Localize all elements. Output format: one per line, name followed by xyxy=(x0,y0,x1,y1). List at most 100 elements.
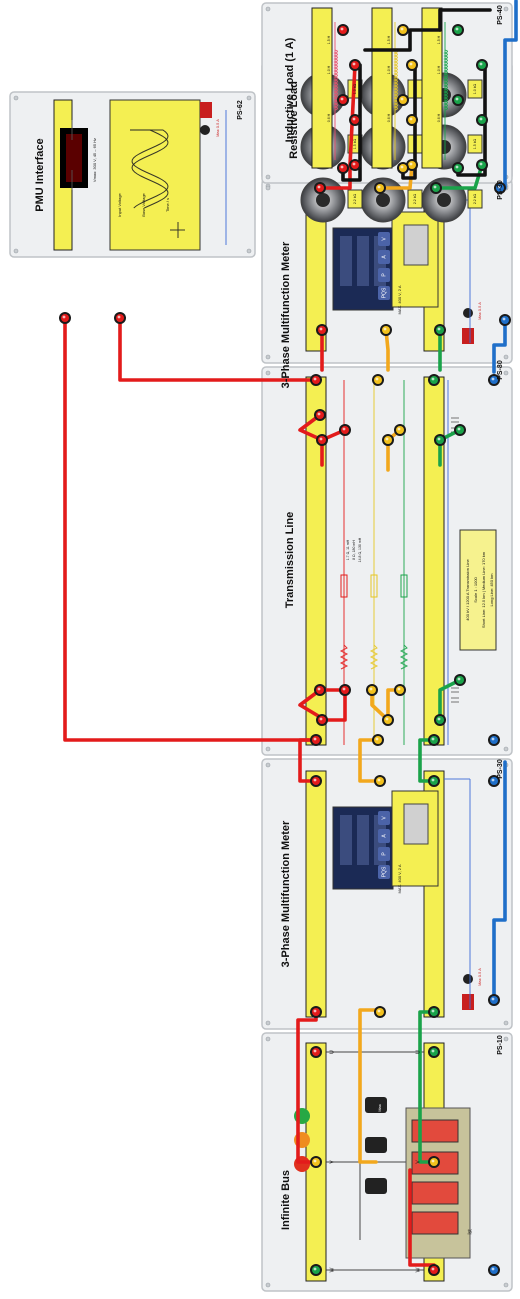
terminal-jack-socket xyxy=(339,164,347,172)
terminal-jack-shine xyxy=(437,717,441,721)
pmu-graph-label: Input Voltage xyxy=(117,193,122,217)
wire-l2-ib-meter xyxy=(358,1008,382,1164)
meter-b-fuse xyxy=(463,308,473,318)
terminal-jack-shine xyxy=(375,737,379,741)
terminal-jack-socket xyxy=(408,161,416,169)
meter-a-key-label: PQS xyxy=(381,866,387,877)
breaker-switch xyxy=(365,1097,387,1113)
terminal-jack-shine xyxy=(433,185,437,189)
panel-screw xyxy=(503,1020,509,1026)
tl-inductor xyxy=(340,574,348,598)
panel-screw xyxy=(265,1036,271,1042)
tl-resistor xyxy=(369,644,379,670)
terminal-jack-shine xyxy=(455,97,459,101)
panel-screw xyxy=(503,354,509,360)
inductor-tap-label: 1.5 H xyxy=(387,35,391,44)
terminal-jack-shine xyxy=(352,62,356,66)
pmu-fuse xyxy=(200,125,210,135)
pmu-range: Vmax: 300 V, 45 – 65 Hz xyxy=(92,138,97,182)
resistor-value: 1.0 kΩ xyxy=(353,84,357,95)
panel-screw xyxy=(265,762,271,768)
terminal-jack-shine xyxy=(491,778,495,782)
terminal-jack-socket xyxy=(478,161,486,169)
terminal-jack-shine xyxy=(340,27,344,31)
panel-screw xyxy=(503,1282,509,1288)
terminal-jack-shine xyxy=(455,27,459,31)
terminal-jack-socket xyxy=(430,376,438,384)
terminal-jack-shine xyxy=(313,1267,317,1271)
terminal-jack-shine xyxy=(313,1159,317,1163)
terminal-jack-shine xyxy=(502,317,506,321)
jack-label: V xyxy=(415,1160,421,1164)
jack-label: U xyxy=(329,1050,335,1054)
terminal-jack-shine xyxy=(431,737,435,741)
terminal-jack-shine xyxy=(369,687,373,691)
resistor-value-box xyxy=(347,189,363,209)
terminal-jack-socket xyxy=(454,96,462,104)
terminal-jack-shine xyxy=(317,185,321,189)
terminal-jack-shine xyxy=(491,737,495,741)
resistor-value: 1.0 kΩ xyxy=(473,84,477,95)
meter-a-top-strip xyxy=(305,770,327,1018)
wire-tl-jumper xyxy=(298,688,347,722)
terminal-jack-shine xyxy=(431,1049,435,1053)
panel-screw xyxy=(265,354,271,360)
wire-black-inductive xyxy=(438,8,492,32)
panel-screw xyxy=(265,6,271,12)
terminal-jack-socket xyxy=(374,376,382,384)
meter-a-power-switch xyxy=(462,994,474,1010)
tl-inductor-label: 14.8 Ω, 130 mH xyxy=(358,537,362,562)
tl-resistor xyxy=(399,644,409,670)
panel-screw xyxy=(265,1282,271,1288)
resistor-value: 1.5 kΩ xyxy=(473,139,477,150)
terminal-jack-shine xyxy=(377,778,381,782)
meter-b-digit-row xyxy=(357,236,369,286)
terminal-jack-shine xyxy=(319,717,323,721)
terminal-jack-socket xyxy=(312,1266,320,1274)
terminal-jack-shine xyxy=(62,315,66,319)
terminal-jack-socket xyxy=(318,716,326,724)
panel-screw xyxy=(265,1020,271,1026)
terminal-jack-socket xyxy=(341,686,349,694)
pmu-waveform xyxy=(130,129,169,209)
breaker-pole xyxy=(411,1181,459,1205)
resistor-heatsink-core xyxy=(316,193,330,207)
module-title: Infinite Bus xyxy=(280,1170,292,1230)
terminal-jack-shine xyxy=(317,412,321,416)
pmu-code: PS-62 xyxy=(237,100,244,120)
terminal-jack-socket xyxy=(399,164,407,172)
terminal-jack-socket xyxy=(341,426,349,434)
terminal-jack-socket xyxy=(312,376,320,384)
terminal-jack-shine xyxy=(457,427,461,431)
meter-a-key xyxy=(378,865,390,879)
inductor-strip xyxy=(311,7,333,169)
terminal-jack-shine xyxy=(340,165,344,169)
meter-b-key xyxy=(378,286,390,300)
terminal-jack-shine xyxy=(377,1009,381,1013)
terminal-jack-socket xyxy=(312,1158,320,1166)
terminal-jack-socket xyxy=(376,777,384,785)
meter-b-key xyxy=(378,250,390,264)
panel-screw xyxy=(503,370,509,376)
meter-b-power-switch xyxy=(462,328,474,344)
inductor-tap-label: 0.6 H xyxy=(387,113,391,122)
inductor-tap-label: 1.5 H xyxy=(437,35,441,44)
terminal-jack-socket xyxy=(408,116,416,124)
panel-screw xyxy=(503,6,509,12)
terminal-jack-shine xyxy=(397,687,401,691)
terminal-jack-shine xyxy=(491,377,495,381)
tl-inductor-label: 1.7 Ω, 11 mH xyxy=(346,539,350,560)
jack-label: U xyxy=(415,1050,421,1054)
meter-a-cpu xyxy=(403,803,429,845)
terminal-jack-socket xyxy=(351,61,359,69)
terminal-jack-socket xyxy=(436,326,444,334)
terminal-jack-shine xyxy=(409,117,413,121)
tl-capacitor xyxy=(451,697,459,703)
terminal-jack-socket xyxy=(116,314,124,322)
resistor-value: 1.5 kΩ xyxy=(353,139,357,150)
terminal-jack-socket xyxy=(430,1158,438,1166)
terminal-jack-shine xyxy=(317,687,321,691)
terminal-jack-socket xyxy=(430,1048,438,1056)
inductor-tap-label: 0.6 H xyxy=(437,113,441,122)
resistor-value: 1.5 kΩ xyxy=(413,139,417,150)
